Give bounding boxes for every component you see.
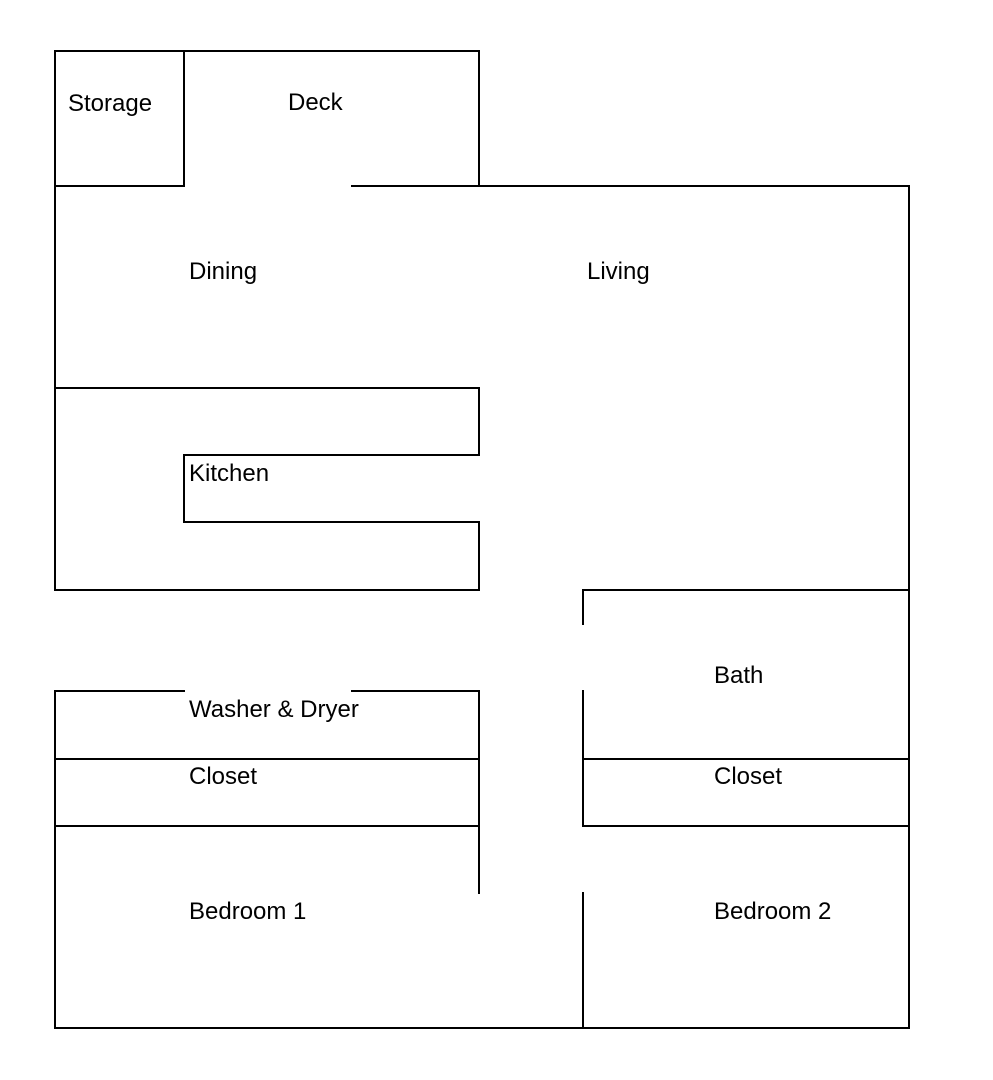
- label-bedroom-2: Bedroom 2: [714, 898, 831, 925]
- storage-deck-walls: [54, 50, 480, 187]
- label-bath: Bath: [714, 662, 763, 689]
- right-lower-walls: [582, 589, 910, 1029]
- label-storage: Storage: [68, 90, 152, 117]
- label-kitchen: Kitchen: [189, 460, 269, 487]
- label-closet-left: Closet: [189, 763, 257, 790]
- label-deck: Deck: [288, 89, 344, 116]
- kitchen-walls: [54, 387, 480, 591]
- room-labels: Storage Deck Dining Living Kitchen Bath …: [68, 89, 831, 925]
- label-dining: Dining: [189, 258, 257, 285]
- label-closet-right: Closet: [714, 763, 782, 790]
- label-washer-dryer: Washer & Dryer: [189, 696, 359, 723]
- left-lower-walls: [54, 690, 480, 894]
- label-living: Living: [587, 258, 650, 285]
- label-bedroom-1: Bedroom 1: [189, 898, 306, 925]
